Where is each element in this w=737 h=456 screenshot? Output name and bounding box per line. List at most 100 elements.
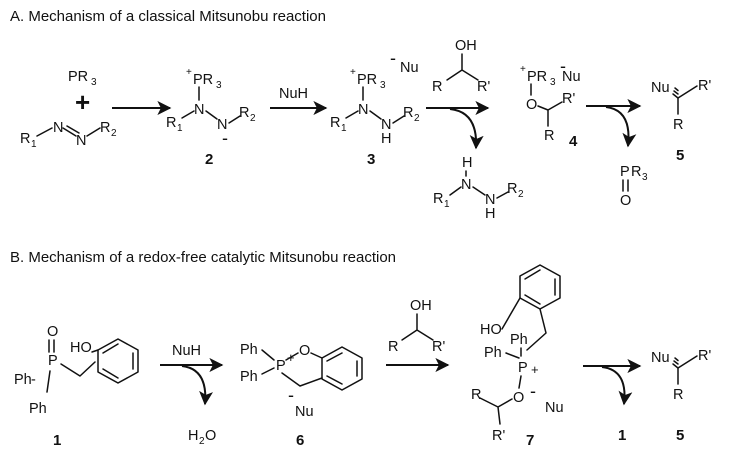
compound-7: HO Ph Ph P + O - Nu R R' 7 [471,264,564,449]
svg-text:O: O [47,324,58,340]
svg-text:-: - [560,56,566,76]
svg-text:Nu: Nu [651,350,670,366]
svg-text:OH: OH [455,38,477,54]
svg-text:O: O [205,428,216,444]
svg-text:P: P [518,360,528,376]
svg-text:Nu: Nu [651,80,670,96]
section-a-title: A. Mechanism of a classical Mitsunobu re… [10,8,326,25]
label-3: 3 [367,151,375,168]
svg-text:+: + [520,64,526,75]
svg-text:1: 1 [444,199,450,210]
svg-text:R: R [239,105,249,121]
label-7: 7 [526,432,534,449]
svg-text:R: R [403,105,413,121]
svg-text:PR: PR [193,72,213,88]
svg-text:3: 3 [550,77,556,88]
svg-text:2: 2 [414,113,420,124]
svg-text:HO: HO [70,340,92,356]
svg-text:Ph: Ph [510,332,528,348]
compound-1: O P Ph - Ph HO 1 [14,324,139,449]
svg-text:O: O [620,193,631,209]
svg-text:1: 1 [177,123,183,134]
svg-text:H: H [381,131,391,147]
svg-text:PR: PR [357,72,377,88]
svg-text:R: R [20,131,30,147]
svg-text:+: + [350,67,356,78]
svg-text:R': R' [698,78,711,94]
svg-text:R: R [471,387,481,403]
svg-text:HO: HO [480,322,502,338]
alcohol-reagent-b: OH R R' [388,298,445,355]
svg-text:P: P [48,353,58,369]
svg-text:R: R [673,387,683,403]
svg-text:+: + [75,87,90,117]
label-5-a: 5 [676,147,684,164]
svg-text:P: P [620,164,630,180]
arrow-5-curve [181,365,214,406]
svg-text:N: N [485,192,495,208]
svg-text:2: 2 [518,189,524,200]
svg-text:R: R [388,339,398,355]
svg-text:1: 1 [341,123,347,134]
svg-text:R: R [100,120,110,136]
svg-text:R: R [433,191,443,207]
alcohol-reagent-a: OH R R' [432,38,490,95]
svg-text:R': R' [432,339,445,355]
arrow-4-curve [605,106,637,148]
svg-text:R: R [330,115,340,131]
svg-text:Nu: Nu [295,404,314,420]
svg-text:+: + [186,67,192,78]
svg-text:PR: PR [68,69,88,85]
compound-5-a: Nu R' R 5 [651,78,711,164]
svg-text:N: N [76,133,86,149]
label-1: 1 [53,432,61,449]
svg-text:-: - [530,381,536,401]
svg-text:Ph: Ph [240,342,258,358]
label-4: 4 [569,133,578,150]
svg-text:R': R' [562,91,575,107]
svg-text:N: N [53,120,63,136]
svg-text:R: R [432,79,442,95]
svg-text:-: - [31,372,36,388]
label-2: 2 [205,151,213,168]
svg-text:H: H [462,155,472,171]
svg-text:N: N [358,102,368,118]
svg-text:R: R [544,128,554,144]
svg-text:R: R [507,181,517,197]
svg-text:O: O [513,390,524,406]
svg-text:2: 2 [250,113,256,124]
svg-text:Ph: Ph [14,372,32,388]
svg-text:R': R' [492,428,505,444]
label-5-b: 5 [676,427,684,444]
arrow-3-curve [449,108,484,150]
svg-text:-: - [390,48,396,68]
svg-text:N: N [381,117,391,133]
svg-text:R: R [166,115,176,131]
svg-text:OH: OH [410,298,432,314]
svg-text:H: H [188,428,198,444]
svg-text:Ph: Ph [29,401,47,417]
svg-text:N: N [194,102,204,118]
svg-text:3: 3 [642,172,648,183]
svg-text:N: N [461,177,471,193]
reagent-nuh-2: NuH [172,343,201,359]
svg-text:P: P [276,358,286,374]
section-b-title: B. Mechanism of a redox-free catalytic M… [10,249,396,266]
svg-text:3: 3 [91,77,97,88]
arrow-7-curve [601,366,633,406]
label-6: 6 [296,432,304,449]
svg-text:Nu: Nu [562,69,581,85]
svg-text:O: O [526,97,537,113]
svg-text:O: O [299,343,310,359]
svg-text:-: - [288,385,294,405]
svg-text:Ph: Ph [240,369,258,385]
compound-6: Ph Ph P + O - Nu 6 [240,342,363,449]
svg-text:3: 3 [216,80,222,91]
svg-text:PR: PR [527,69,547,85]
svg-text:2: 2 [111,128,117,139]
svg-text:R': R' [698,348,711,364]
